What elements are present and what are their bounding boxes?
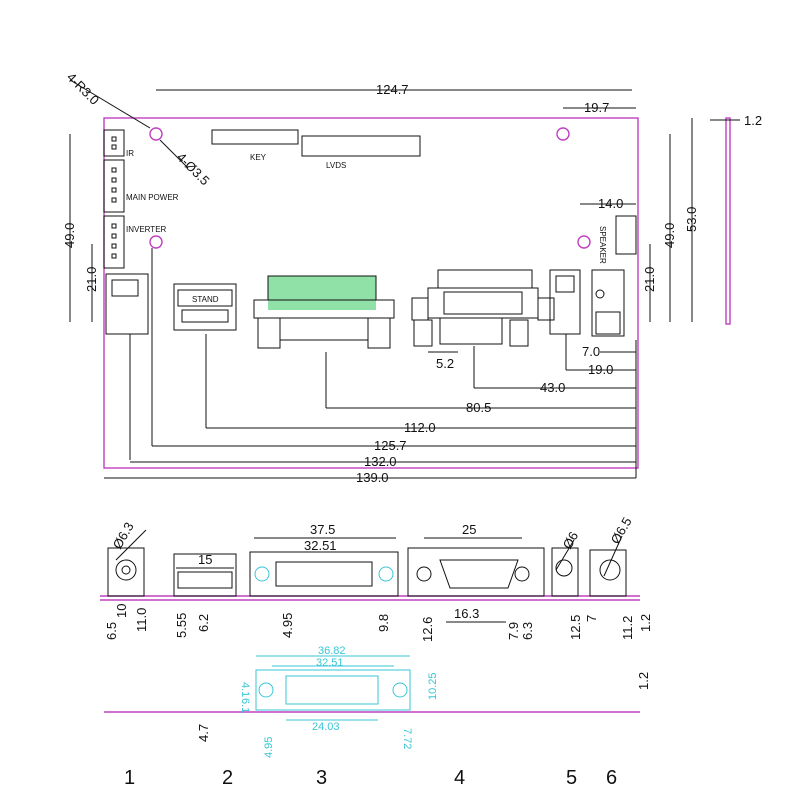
- main-power-connector: [103, 159, 125, 213]
- mount-hole-top-right: [556, 127, 570, 141]
- detail-dim-7-72: 7.72: [401, 728, 413, 749]
- index-label-1: 1: [124, 767, 135, 789]
- front-dim-15: 15: [198, 552, 212, 567]
- dvi-connector-top: [253, 275, 395, 349]
- front-dim-12-5: 12.5: [568, 615, 583, 640]
- front-dim-11-0: 11.0: [134, 608, 149, 632]
- front-dim-37-5: 37.5: [310, 522, 335, 537]
- index-label-4: 4: [454, 767, 465, 789]
- ir-label: IR: [126, 149, 134, 158]
- audio-jack-5-top: [549, 269, 581, 335]
- inverter-label: INVERTER: [126, 225, 167, 234]
- dim-14-0: 14.0: [598, 196, 623, 211]
- front-dim-1-2: 1.2: [638, 614, 653, 632]
- front-dim-d6-5: Ø6.5: [608, 515, 635, 547]
- ir-connector: [103, 129, 125, 157]
- front-dim-d6-3: Ø6.3: [110, 520, 137, 552]
- speaker-header: [615, 215, 637, 255]
- lvds-label: LVDS: [326, 161, 346, 170]
- front-dim-5-55: 5.55: [174, 613, 189, 638]
- dim-19-0: 19.0: [588, 362, 613, 377]
- front-dim-7-9: 7.9: [506, 622, 521, 640]
- front-dim-6-5: 6.5: [104, 622, 119, 640]
- front-dim-32-51: 32.51: [304, 538, 337, 553]
- audio-jack-1-top: [105, 273, 149, 335]
- main-power-label: MAIN POWER: [126, 193, 179, 202]
- index-label-5: 5: [566, 767, 577, 789]
- board-outline: [103, 117, 639, 469]
- detail-dim-1-2: 1.2: [636, 672, 651, 690]
- dim-139-0: 139.0: [356, 470, 389, 485]
- front-dim-25: 25: [462, 522, 476, 537]
- dim-21-0-right: 21.0: [642, 267, 657, 292]
- dim-19-7: 19.7: [584, 100, 609, 115]
- detail-dim-32-51: 32.51: [316, 657, 344, 669]
- dim-43-0: 43.0: [540, 380, 565, 395]
- key-header: [211, 129, 299, 145]
- dim-125-7: 125.7: [374, 438, 407, 453]
- index-label-6: 6: [606, 767, 617, 789]
- jack-6-front: [589, 549, 627, 597]
- hdmi-connector-top: [173, 283, 237, 331]
- key-label: KEY: [250, 153, 267, 162]
- jack-1-front: [107, 547, 145, 597]
- detail-dim-36-82: 36.82: [318, 645, 346, 657]
- front-dim-9-8: 9.8: [376, 614, 391, 632]
- top-view: IR MAIN POWER INVERTER STAND: [62, 70, 762, 485]
- mount-hole-mid-right: [577, 235, 591, 249]
- front-dim-16-3: 16.3: [454, 606, 479, 621]
- detail-dim-24-03: 24.03: [312, 721, 340, 733]
- corner-radius-label: 4-R3.0: [64, 70, 102, 108]
- hdmi-front: [173, 553, 237, 597]
- vga-front: [407, 547, 545, 597]
- dim-7-0: 7.0: [582, 344, 600, 359]
- dim-80-5: 80.5: [466, 400, 491, 415]
- detail-dim-4-1: 4.1: [239, 682, 251, 697]
- detail-dim-10-25: 10.25: [427, 672, 439, 700]
- speaker-label: SPEAKER: [598, 226, 607, 264]
- dim-thickness: 1.2: [744, 113, 762, 128]
- front-dim-7: 7: [584, 615, 599, 622]
- dim-49-0-left: 49.0: [62, 223, 77, 248]
- vga-connector-top: [411, 269, 555, 347]
- board-edge-thickness: [725, 117, 731, 325]
- dim-49-0-right: 49.0: [662, 223, 677, 248]
- stand-label: STAND: [192, 295, 219, 304]
- dim-112-0: 112.0: [404, 420, 436, 435]
- dvi-front: [249, 551, 399, 597]
- front-view: Ø6.3 15 37.5 32.51 25 Ø6 Ø6.5 6.5 10 11.…: [100, 515, 653, 642]
- lvds-header: [301, 135, 421, 157]
- audio-jack-6-top: [591, 269, 625, 337]
- detail-dim-4-7: 4.7: [196, 724, 211, 742]
- dim-132-0: 132.0: [364, 454, 397, 469]
- dim-5-2: 5.2: [436, 356, 454, 371]
- front-dim-4-95: 4.95: [280, 613, 295, 638]
- corner-hole-label: 4-Ø3.5: [174, 150, 213, 189]
- detail-dim-6-1: 6.1: [239, 698, 251, 713]
- mount-hole-top-left: [149, 127, 163, 141]
- dim-21-0-left: 21.0: [84, 267, 99, 292]
- index-label-2: 2: [222, 767, 233, 789]
- dim-124-7: 124.7: [376, 82, 409, 97]
- jack-5-front: [551, 547, 579, 597]
- inverter-connector: [103, 215, 125, 269]
- index-labels: 1 2 3 4 5 6: [124, 767, 617, 789]
- front-dim-10: 10: [114, 604, 129, 618]
- index-label-3: 3: [316, 767, 327, 789]
- front-dim-12-6: 12.6: [420, 617, 435, 642]
- detail-dim-4-95: 4.95: [263, 737, 275, 758]
- front-dim-6-3: 6.3: [520, 622, 535, 640]
- dim-53-0: 53.0: [684, 207, 699, 232]
- front-dim-6-2: 6.2: [196, 614, 211, 632]
- front-dim-11-2: 11.2: [620, 616, 635, 640]
- mount-hole-mid-left: [149, 235, 163, 249]
- dvi-detail-view: 36.82 32.51 4.1 6.1 10.25 24.03 4.95 7.7…: [104, 645, 651, 758]
